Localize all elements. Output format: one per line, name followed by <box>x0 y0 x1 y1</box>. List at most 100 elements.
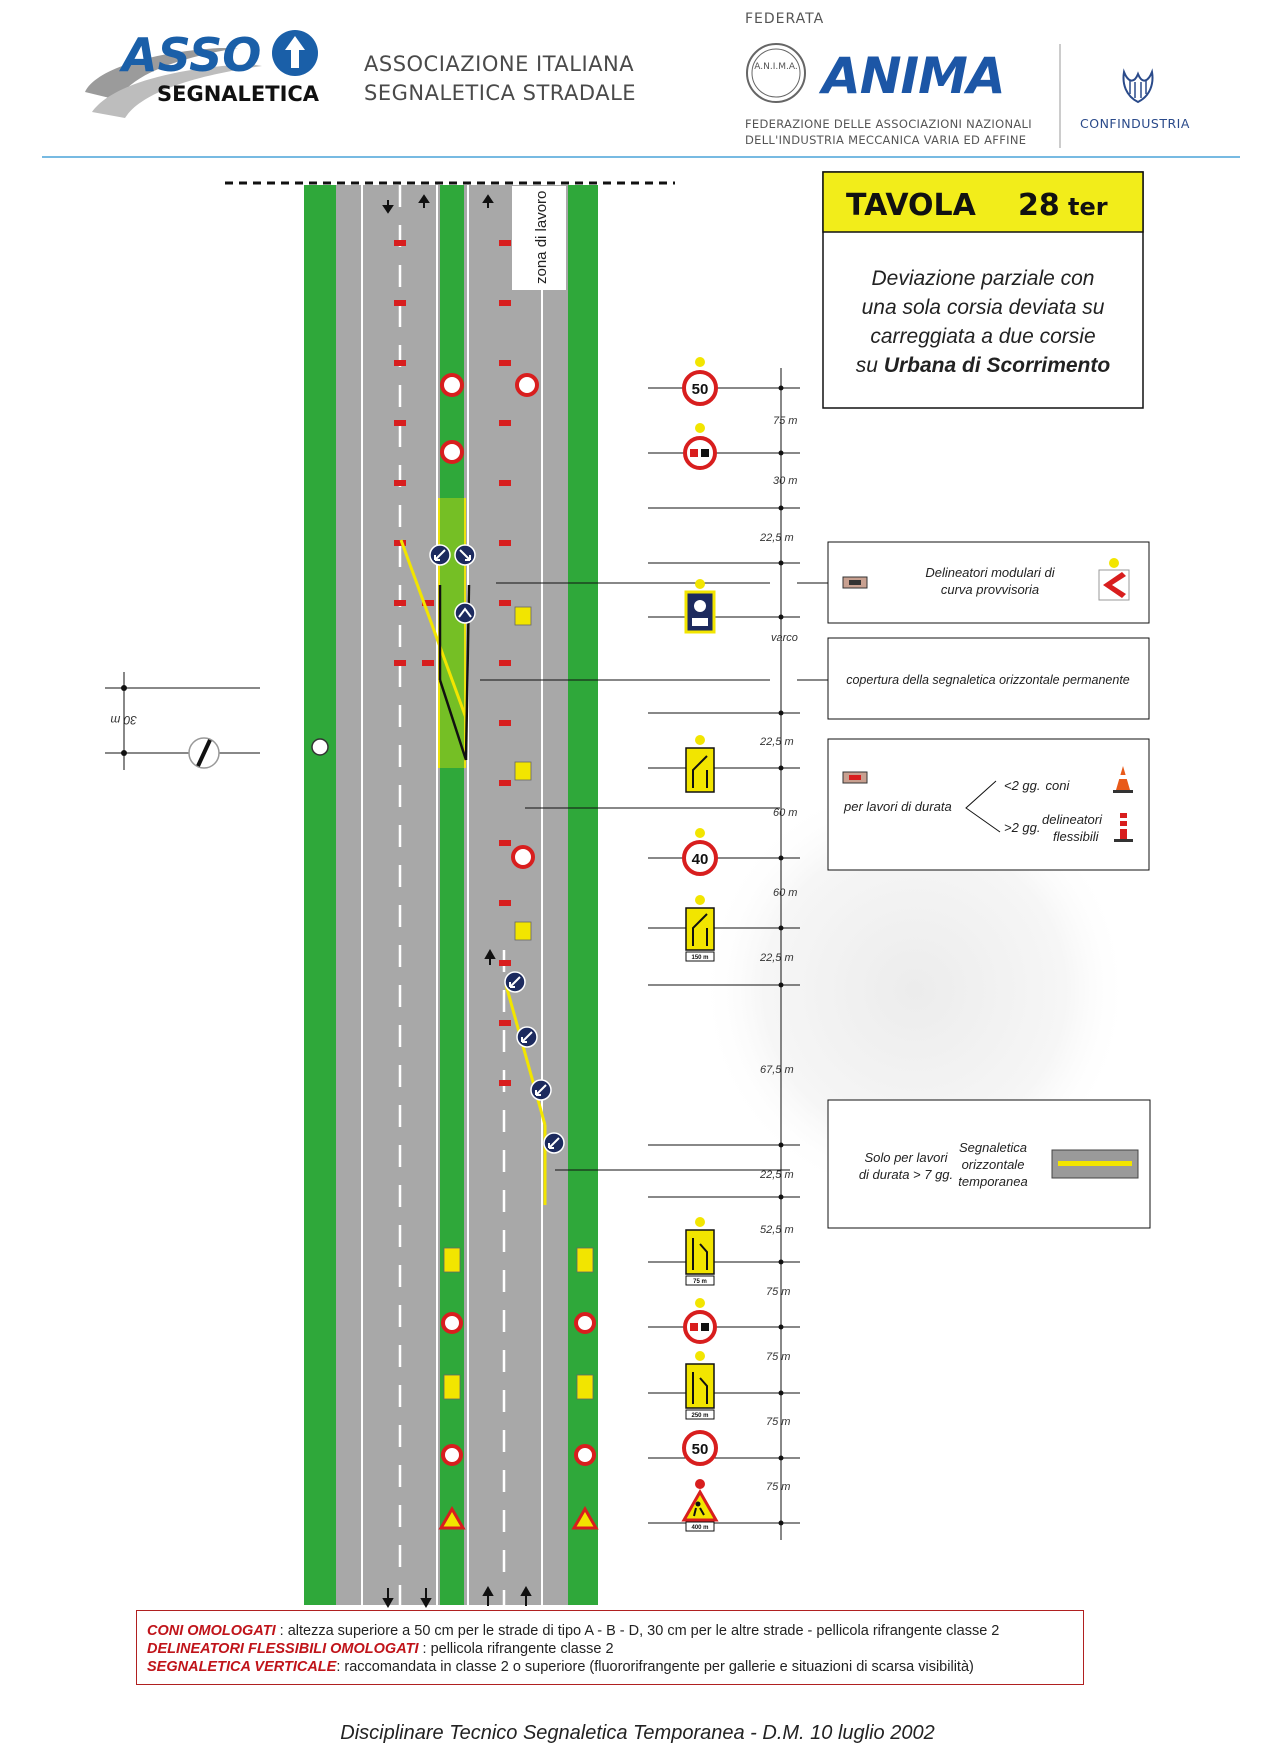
roadworks-sign-icon <box>438 1506 466 1530</box>
roadworks-sign-icon <box>571 1506 599 1530</box>
legend-text: Solo per lavori <box>864 1150 948 1165</box>
lane-sign-icon <box>443 1247 461 1273</box>
federation-line: DELL'INDUSTRIA MECCANICA VARIA ED AFFINE <box>745 133 1027 147</box>
legend-text: per lavori di durata <box>843 799 952 814</box>
verge-marker <box>311 738 329 756</box>
legend-text: Delineatori modulari di <box>925 565 1055 580</box>
anima-logo-text: ANIMA <box>818 47 1005 105</box>
asso-logo: ASSO SEGNALETICA <box>85 28 320 118</box>
confindustria-label: CONFINDUSTRIA <box>1080 116 1190 131</box>
page-footer: Disciplinare Tecnico Segnaletica Tempora… <box>340 1722 935 1744</box>
lane-arrows <box>382 194 532 1609</box>
federation-line: FEDERAZIONE DELLE ASSOCIAZIONI NAZIONALI <box>745 117 1032 131</box>
speed-limit-40-sign-icon: 40 <box>682 828 718 876</box>
distance-label: 22,5 m <box>759 736 794 748</box>
title-desc-line: carreggiata a due corsie <box>870 325 1095 348</box>
note-segnaletica: SEGNALETICA VERTICALE: raccomandata in c… <box>147 1659 974 1675</box>
speed-limit-value: 50 <box>692 381 709 398</box>
distance-panel-text: 75 m <box>693 1279 707 1285</box>
legend-per-lavori: per lavori di durata <2 gg.coni >2 gg. d… <box>827 738 1150 871</box>
distance-label: 67,5 m <box>760 1064 794 1076</box>
note-label: SEGNALETICA VERTICALE <box>147 1659 337 1675</box>
speed-limit-sign-icon <box>574 1444 596 1466</box>
traffic-cone-icon <box>1113 766 1133 793</box>
title-tavola: TAVOLA <box>846 188 977 223</box>
warning-panel-icon <box>514 761 532 781</box>
keep-left-sign-icon <box>504 971 526 993</box>
background-glow <box>700 775 1130 1205</box>
title-number: 28 <box>1018 188 1060 223</box>
keep-right-sign-icon <box>454 544 476 566</box>
legend-text: curva provvisoria <box>941 582 1039 597</box>
distance-panel-text: 250 m <box>691 1413 708 1419</box>
warning-panel-icon <box>514 606 532 626</box>
work-zone <box>512 186 566 290</box>
title-box: TAVOLA 28 ter Deviazione parziale con un… <box>822 171 1144 409</box>
note-text: : raccomandata in classe 2 o superiore (… <box>336 1659 974 1675</box>
roadworks-warning-sign-icon: 400 m <box>681 1479 719 1532</box>
no-overtaking-sign-icon <box>683 423 717 470</box>
legend-text: orizzontale <box>962 1157 1025 1172</box>
title-suffix: ter <box>1068 193 1108 221</box>
distance-label: 75 m <box>766 1351 790 1363</box>
anima-seal-text: A.N.I.M.A. <box>754 62 797 72</box>
legend-text: delineatori <box>1042 812 1103 827</box>
right-carriageway <box>464 185 568 1605</box>
distance-label: 52,5 m <box>760 1224 794 1236</box>
note-label: CONI OMOLOGATI <box>147 1623 276 1639</box>
distance-label: 22,5 m <box>759 532 794 544</box>
no-entry-sign-icon <box>511 845 535 869</box>
delineators-row <box>394 195 406 715</box>
legend-delineatori: Delineatori modulari di curva provvisori… <box>827 541 1150 624</box>
distance-label: 75 m <box>766 1416 790 1428</box>
legend-text: di durata > 7 gg. <box>859 1167 953 1182</box>
speed-limit-sign-icon <box>441 1444 463 1466</box>
lane-narrowing-sign-icon: 75 m <box>685 1217 715 1286</box>
association-name: ASSOCIAZIONE ITALIANA SEGNALETICA STRADA… <box>364 50 636 108</box>
flexible-delineator-icon <box>1114 813 1133 842</box>
delineators-row <box>499 195 511 1105</box>
title-desc-line: una sola corsia deviata su <box>862 296 1105 319</box>
no-entry-sign-icon <box>515 373 539 397</box>
speed-limit-50-sign-icon: 50 <box>682 357 718 406</box>
distance-labels: 75 m 30 m 22,5 m varco 22,5 m 60 m 60 m … <box>759 415 798 1493</box>
notes-box: CONI OMOLOGATI : altezza superiore a 50 … <box>136 1610 1084 1685</box>
temporary-taper-line <box>399 539 468 719</box>
distance-label: 60 m <box>773 807 797 819</box>
association-line: SEGNALETICA STRADALE <box>364 81 637 105</box>
note-coni: CONI OMOLOGATI : altezza superiore a 50 … <box>147 1623 999 1639</box>
anima-logo: A.N.I.M.A. ANIMA <box>746 43 1154 148</box>
keep-left-sign-icon <box>530 1079 552 1101</box>
no-overtaking-sign-icon <box>441 1312 463 1334</box>
right-verge <box>568 185 598 1605</box>
keep-left-sign-icon <box>543 1132 565 1154</box>
note-delineatori: DELINEATORI FLESSIBILI OMOLOGATI : pelli… <box>147 1641 614 1657</box>
lane-sign-icon <box>576 1374 594 1400</box>
asso-sub-text: SEGNALETICA <box>157 82 320 106</box>
speed-limit-value: 50 <box>692 1441 709 1458</box>
legend-text: Segnaletica <box>959 1140 1027 1155</box>
anima-seal-icon <box>746 43 806 103</box>
pass-either-side-sign-icon <box>454 602 476 624</box>
work-zone-label: zona di lavoro <box>533 191 550 284</box>
legend-text: copertura della segnaletica orizzontale … <box>846 673 1130 687</box>
legend-text: <2 gg.coni <box>1004 778 1070 793</box>
side-signs: 50 40 150 m <box>681 357 719 1532</box>
asso-logo-text: ASSO <box>119 28 261 82</box>
legend-text: >2 gg. <box>1004 820 1041 835</box>
distance-label: 22,5 m <box>759 952 794 964</box>
distance-panel-text: 150 m <box>691 955 708 961</box>
distance-label: varco <box>771 632 798 644</box>
federation-name: FEDERAZIONE DELLE ASSOCIAZIONI NAZIONALI… <box>745 116 1032 148</box>
left-distance-label: 30 m <box>110 713 137 727</box>
median <box>440 185 464 1605</box>
speed-limit-50-sign-icon: 50 <box>682 1430 718 1466</box>
distance-label: 30 m <box>773 475 797 487</box>
legend-copertura: copertura della segnaletica orizzontale … <box>827 637 1150 720</box>
no-entry-sign-icon <box>440 440 464 464</box>
lane-shift-distance-sign-icon: 150 m <box>685 895 715 962</box>
distance-label: 75 m <box>773 415 797 427</box>
sign-column-lines <box>480 368 828 1540</box>
distance-label: 75 m <box>766 1286 790 1298</box>
